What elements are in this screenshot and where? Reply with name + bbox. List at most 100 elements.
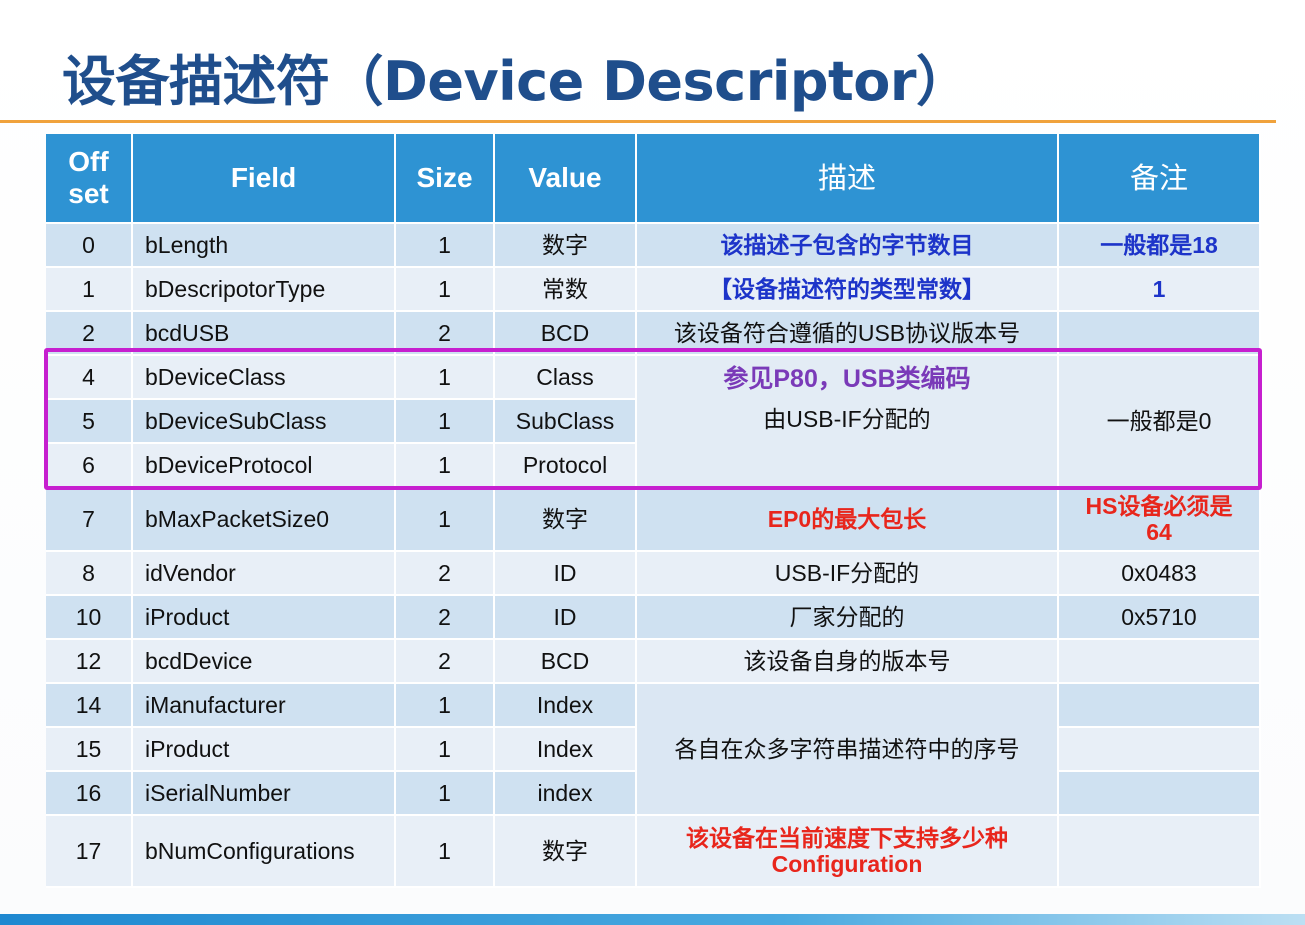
cell-value: Index: [495, 684, 637, 728]
cell-note: HS设备必须是 64: [1059, 488, 1261, 552]
table-row: 10 iProduct 2 ID 厂家分配的 0x5710: [46, 596, 1261, 640]
cell-value: Protocol: [495, 444, 637, 488]
cell-offset: 12: [46, 640, 133, 684]
cell-size: 1: [396, 684, 495, 728]
table-row: 0 bLength 1 数字 该描述子包含的字节数目 一般都是18: [46, 224, 1261, 268]
table-row: 5 bDeviceSubClass 1 SubClass: [46, 400, 1261, 444]
cell-note: [1059, 640, 1261, 684]
cell-field: bcdUSB: [133, 312, 396, 356]
cell-size: 1: [396, 268, 495, 312]
cell-field: iProduct: [133, 596, 396, 640]
table-row: 4 bDeviceClass 1 Class 参见P80，USB类编码 由USB…: [46, 356, 1261, 488]
cell-description: 【设备描述符的类型常数】: [637, 268, 1059, 312]
table-row: 17 bNumConfigurations 1 数字 该设备在当前速度下支持多少…: [46, 816, 1261, 888]
header-value: Value: [495, 134, 637, 224]
cell-field: idVendor: [133, 552, 396, 596]
cell-size: 1: [396, 224, 495, 268]
cell-note: [1059, 728, 1261, 772]
config-desc-line2: Configuration: [771, 851, 923, 877]
title-underline: [0, 120, 1276, 123]
cell-field: bDescripotorType: [133, 268, 396, 312]
cell-offset: 2: [46, 312, 133, 356]
device-descriptor-table: Off set Field Size Value 描述 备注 0 bLength…: [46, 134, 1261, 888]
cell-note: 0x5710: [1059, 596, 1261, 640]
cell-size: 2: [396, 596, 495, 640]
cell-offset: 4: [46, 356, 133, 400]
cell-value: ID: [495, 596, 637, 640]
cell-offset: 5: [46, 400, 133, 444]
table-header-row: Off set Field Size Value 描述 备注: [46, 134, 1261, 224]
cell-value: Class: [495, 356, 637, 400]
header-note: 备注: [1059, 134, 1261, 224]
cell-field: bDeviceClass: [133, 356, 396, 400]
table-row: 15 iProduct 1 Index: [46, 728, 1261, 772]
cell-value: SubClass: [495, 400, 637, 444]
cell-offset: 15: [46, 728, 133, 772]
cell-value: 常数: [495, 268, 637, 312]
table-row: 16 iSerialNumber 1 index: [46, 772, 1261, 816]
cell-value: BCD: [495, 312, 637, 356]
cell-value: Index: [495, 728, 637, 772]
cell-field: bDeviceSubClass: [133, 400, 396, 444]
cell-value: 数字: [495, 816, 637, 888]
table-row: 1 bDescripotorType 1 常数 【设备描述符的类型常数】 1: [46, 268, 1261, 312]
slide-title: 设备描述符（Device Descriptor）: [62, 50, 970, 113]
cell-offset: 1: [46, 268, 133, 312]
cell-description: 该设备符合遵循的USB协议版本号: [637, 312, 1059, 356]
cell-note: [1059, 684, 1261, 728]
cell-size: 1: [396, 400, 495, 444]
config-desc-line1: 该设备在当前速度下支持多少种: [686, 825, 1008, 851]
cell-value: ID: [495, 552, 637, 596]
cell-field: bMaxPacketSize0: [133, 488, 396, 552]
cell-field: iSerialNumber: [133, 772, 396, 816]
cell-value: index: [495, 772, 637, 816]
string-group-description: 各自在众多字符串描述符中的序号: [637, 684, 1059, 816]
cell-field: bLength: [133, 224, 396, 268]
cell-offset: 10: [46, 596, 133, 640]
cell-description: 该设备在当前速度下支持多少种 Configuration: [637, 816, 1059, 888]
header-size: Size: [396, 134, 495, 224]
cell-size: 1: [396, 772, 495, 816]
cell-offset: 16: [46, 772, 133, 816]
cell-description: 厂家分配的: [637, 596, 1059, 640]
cell-note: 一般都是18: [1059, 224, 1261, 268]
cell-size: 2: [396, 312, 495, 356]
table-row: 12 bcdDevice 2 BCD 该设备自身的版本号: [46, 640, 1261, 684]
cell-note: [1059, 816, 1261, 888]
table-row: 7 bMaxPacketSize0 1 数字 EP0的最大包长 HS设备必须是 …: [46, 488, 1261, 552]
cell-field: bNumConfigurations: [133, 816, 396, 888]
table-row: 8 idVendor 2 ID USB-IF分配的 0x0483: [46, 552, 1261, 596]
cell-offset: 8: [46, 552, 133, 596]
class-desc-line1: 参见P80，USB类编码: [723, 365, 971, 393]
header-field: Field: [133, 134, 396, 224]
cell-note: 1: [1059, 268, 1261, 312]
cell-field: iManufacturer: [133, 684, 396, 728]
header-description: 描述: [637, 134, 1059, 224]
cell-description: USB-IF分配的: [637, 552, 1059, 596]
cell-offset: 7: [46, 488, 133, 552]
cell-note: [1059, 312, 1261, 356]
table-row: 2 bcdUSB 2 BCD 该设备符合遵循的USB协议版本号: [46, 312, 1261, 356]
header-offset: Off set: [46, 134, 133, 224]
cell-size: 1: [396, 816, 495, 888]
cell-description: 该设备自身的版本号: [637, 640, 1059, 684]
class-group-description: 参见P80，USB类编码 由USB-IF分配的: [637, 356, 1059, 488]
cell-size: 1: [396, 356, 495, 400]
table-row: 14 iManufacturer 1 Index 各自在众多字符串描述符中的序号: [46, 684, 1261, 816]
cell-value: BCD: [495, 640, 637, 684]
cell-size: 2: [396, 552, 495, 596]
cell-field: bcdDevice: [133, 640, 396, 684]
cell-description: 该描述子包含的字节数目: [637, 224, 1059, 268]
cell-size: 2: [396, 640, 495, 684]
cell-field: iProduct: [133, 728, 396, 772]
cell-field: bDeviceProtocol: [133, 444, 396, 488]
cell-size: 1: [396, 444, 495, 488]
cell-size: 1: [396, 728, 495, 772]
cell-note: 0x0483: [1059, 552, 1261, 596]
cell-offset: 17: [46, 816, 133, 888]
cell-description: EP0的最大包长: [637, 488, 1059, 552]
class-desc-line2: 由USB-IF分配的: [763, 406, 931, 432]
cell-note: [1059, 772, 1261, 816]
class-group-note: 一般都是0: [1059, 356, 1261, 488]
